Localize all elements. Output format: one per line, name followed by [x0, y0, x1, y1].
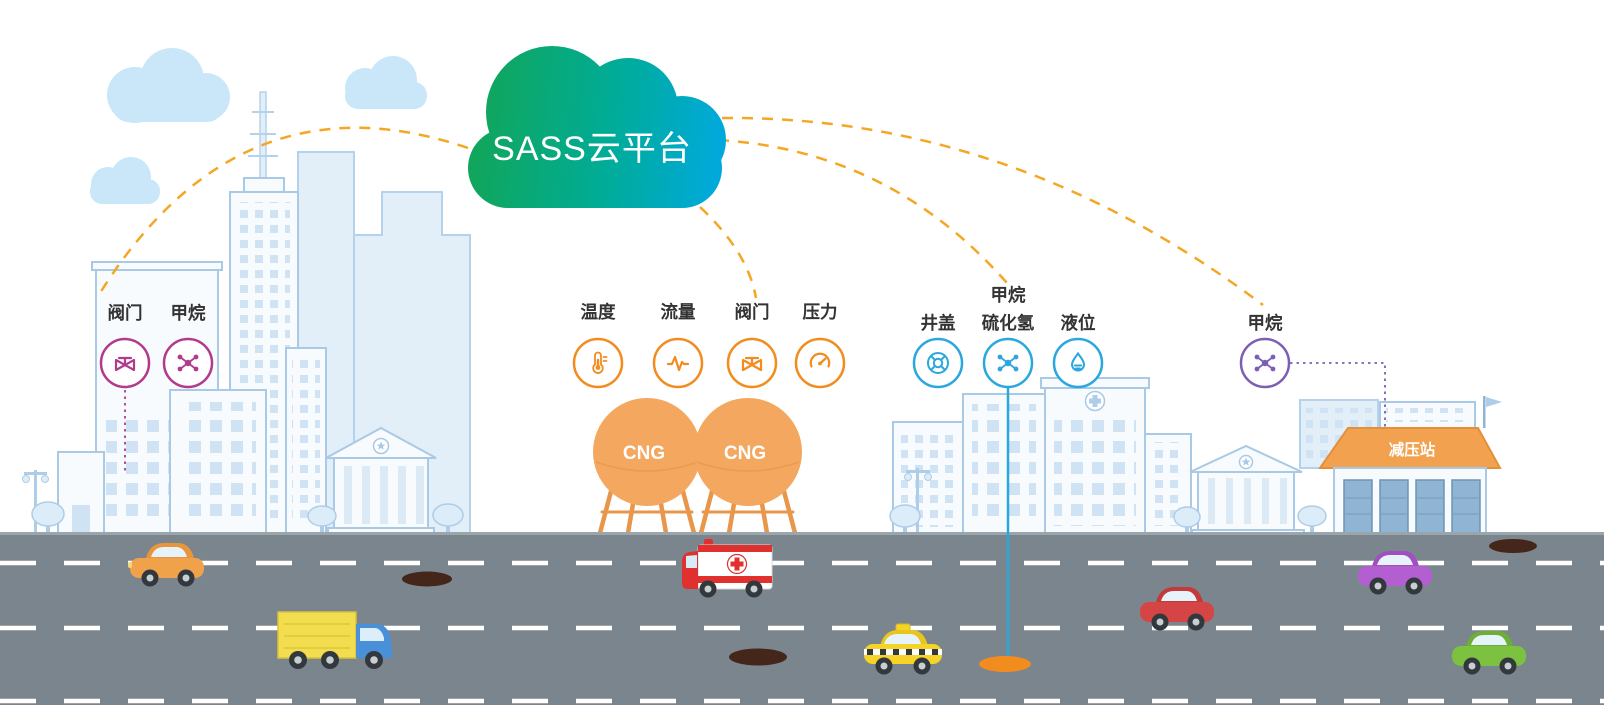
- manhole-cover: [402, 571, 452, 587]
- sensor-connectors: [124, 362, 1386, 672]
- cloud-link-dashed-line: [717, 138, 1008, 284]
- tree: [889, 504, 1327, 534]
- car-orange: [128, 543, 204, 587]
- sensor-label: 甲烷: [1248, 313, 1283, 333]
- bank-building: [325, 426, 437, 536]
- city-skyline-right: [889, 377, 1327, 537]
- sensor-label: 流量: [661, 302, 696, 322]
- sensor-label: 温度: [581, 302, 616, 322]
- car-green: [1452, 631, 1526, 675]
- cng-tank: CNG: [694, 398, 802, 536]
- sensor-label: 阀门: [735, 302, 770, 322]
- flag-pole: [1483, 396, 1486, 428]
- sensor-label: 压力: [803, 302, 838, 322]
- sensor-label: 液位: [1061, 313, 1096, 333]
- sensor-label: 甲烷: [991, 285, 1026, 305]
- sensor-label: 甲烷: [171, 303, 206, 323]
- sensor-group-city-pipeline: 阀门 甲烷: [99, 303, 214, 389]
- bank-building: [1189, 444, 1305, 537]
- station-label: 减压站: [1389, 440, 1436, 459]
- cloud-link-dashed-line: [699, 206, 758, 299]
- cloud-label: SASS云平台: [492, 130, 692, 168]
- tank-label: CNG: [623, 443, 665, 464]
- saas-cloud: SASS云平台: [468, 46, 726, 208]
- sensor-group-manhole: 井盖 甲烷 硫化氢 液位: [912, 285, 1104, 389]
- cross-icon: [1089, 395, 1101, 407]
- city-skyline-left: [22, 91, 471, 536]
- tank-label: CNG: [724, 443, 766, 464]
- manhole-cover: [729, 648, 787, 666]
- medical-cross-icon: [730, 557, 744, 571]
- taxi-checker-band: [864, 649, 942, 655]
- sensor-label: 硫化氢: [982, 313, 1035, 333]
- sky-cloud: [90, 157, 160, 204]
- sensor-label: 井盖: [921, 313, 956, 333]
- station-sensor-dotted-line: [1290, 362, 1386, 428]
- truck-yellow: [277, 611, 392, 669]
- flag-icon: [1486, 397, 1502, 407]
- manhole-cover-orange: [979, 656, 1031, 672]
- sensor-label: 阀门: [108, 303, 143, 323]
- cng-tank: CNG: [593, 398, 701, 536]
- taxi: [864, 623, 942, 675]
- street-lamp: [22, 470, 49, 535]
- tree: [31, 501, 464, 534]
- cloud-link-dashed-line: [98, 126, 469, 294]
- sensor-group-station: 甲烷: [1239, 313, 1291, 389]
- station-doors: [1343, 479, 1481, 534]
- street-lamp: [904, 468, 932, 535]
- car-purple: [1358, 551, 1432, 595]
- sky-cloud: [107, 48, 230, 123]
- manhole-cover: [1489, 539, 1537, 553]
- ambulance: [682, 539, 773, 598]
- sensor-group-cng-tanks: 温度 流量 阀门 压力: [572, 302, 846, 389]
- hospital-building: [1040, 377, 1150, 536]
- cloud-links: [98, 116, 1264, 306]
- cloud-link-dashed-line: [721, 116, 1264, 306]
- car-red: [1140, 587, 1214, 631]
- pressure-reduction-station: 减压站: [1299, 396, 1502, 536]
- road: [0, 532, 1604, 705]
- sky-cloud: [345, 56, 427, 109]
